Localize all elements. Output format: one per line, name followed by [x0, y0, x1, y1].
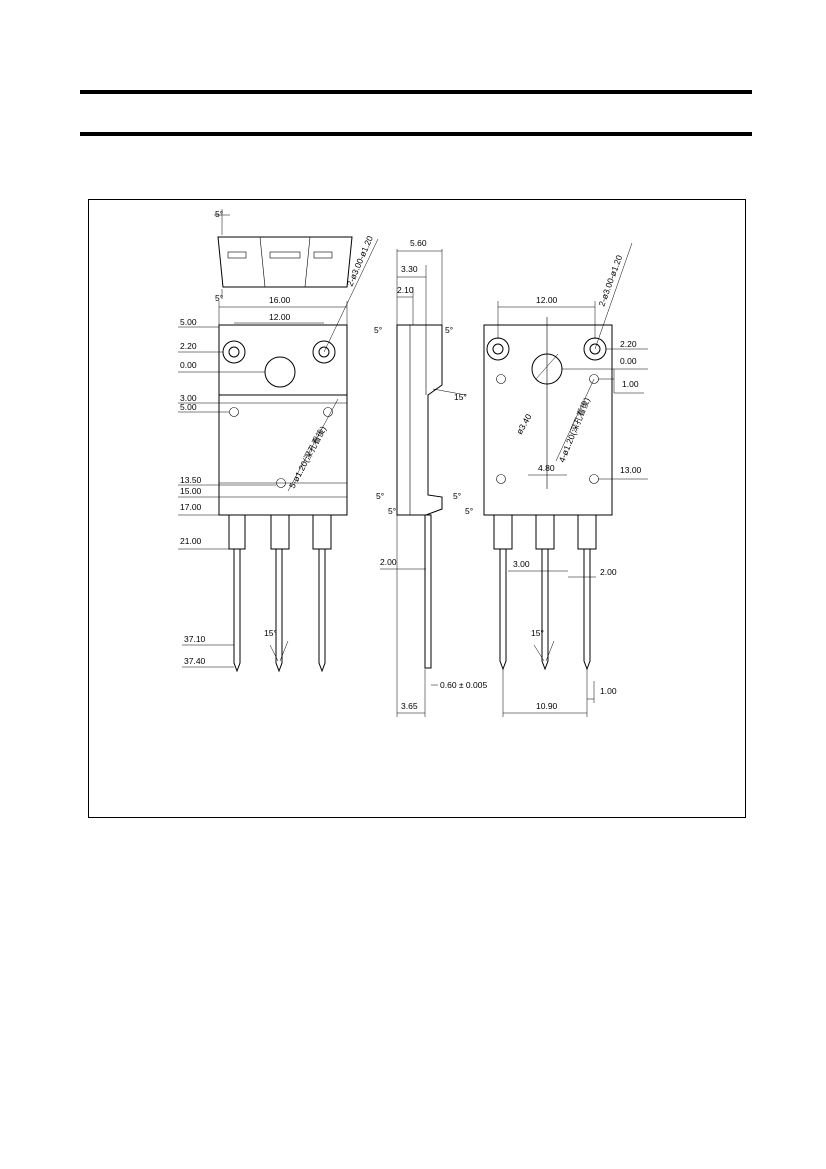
label-dia-3-40: ø3.40 — [514, 412, 534, 436]
label-12-00-back: 12.00 — [536, 295, 558, 305]
package-outline-drawing: 5° 5° 16.00 12.00 — [178, 209, 648, 717]
front-view: 5° 5° 16.00 12.00 — [178, 209, 379, 673]
label-3-65: 3.65 — [401, 701, 418, 711]
label-angle-side-7: 5° — [465, 506, 473, 516]
label-37-10: 37.10 — [184, 634, 206, 644]
header-rule-top — [80, 90, 752, 94]
label-angle-15-back: 15° — [531, 628, 544, 638]
label-16-00: 16.00 — [269, 295, 291, 305]
label-hole-5: 5-ø1.20(深孔看後) — [287, 424, 328, 490]
label-hole-4: 4-ø1.20(深孔看後) — [557, 396, 592, 464]
label-angle-side-1: 5° — [374, 325, 382, 335]
label-10-90: 10.90 — [536, 701, 558, 711]
label-5-60: 5.60 — [410, 238, 427, 248]
label-angle-side-6: 5° — [388, 506, 396, 516]
label-1-00-b: 1.00 — [600, 686, 617, 696]
label-2-20-a: 2.20 — [180, 341, 197, 351]
label-3-30: 3.30 — [401, 264, 418, 274]
label-0-00-a: 0.00 — [180, 360, 197, 370]
label-hole-2-back: 2-ø3.00-ø1.20 — [596, 253, 624, 307]
label-angle-top: 5° — [215, 209, 223, 219]
drawing-frame — [88, 199, 746, 818]
label-15-00: 15.00 — [180, 486, 202, 496]
label-2-20-b: 2.20 — [620, 339, 637, 349]
label-21-00: 21.00 — [180, 536, 202, 546]
header-rule-bottom — [80, 132, 752, 136]
label-angle-side-3: 15° — [454, 392, 467, 402]
label-angle-side-4: 5° — [376, 491, 384, 501]
back-leads — [493, 514, 597, 671]
label-4-80: 4.80 — [538, 463, 555, 473]
top-view-block — [217, 236, 353, 288]
side-view: 5.60 3.30 2.10 5° 5° 15° 5° 5° 5° 5° 2.0… — [374, 238, 487, 717]
label-2-00-side: 2.00 — [380, 557, 397, 567]
label-37-40: 37.40 — [184, 656, 206, 666]
label-angle-top-2: 5° — [215, 293, 223, 303]
label-12-00-front: 12.00 — [269, 312, 291, 322]
label-2-10: 2.10 — [397, 285, 414, 295]
label-0-00-b: 0.00 — [620, 356, 637, 366]
label-angle-side-2: 5° — [445, 325, 453, 335]
label-0-60: 0.60 ± 0.005 — [440, 680, 487, 690]
label-5-00-b: 5.00 — [180, 402, 197, 412]
label-3-00-b: 3.00 — [513, 559, 530, 569]
label-angle-15-front: 15° — [264, 628, 277, 638]
front-leads — [228, 514, 332, 673]
label-2-00-back: 2.00 — [600, 567, 617, 577]
label-1-00-a: 1.00 — [622, 379, 639, 389]
label-5-00-a: 5.00 — [180, 317, 197, 327]
label-3-00-a: 3.00 — [180, 393, 197, 403]
label-13-50: 13.50 — [180, 475, 202, 485]
label-angle-side-5: 5° — [453, 491, 461, 501]
back-view: 12.00 2.20 0.00 1.00 13.00 4.80 2-ø3.00-… — [483, 242, 648, 717]
label-17-00: 17.00 — [180, 502, 202, 512]
front-body — [218, 324, 348, 516]
label-13-00: 13.00 — [620, 465, 642, 475]
